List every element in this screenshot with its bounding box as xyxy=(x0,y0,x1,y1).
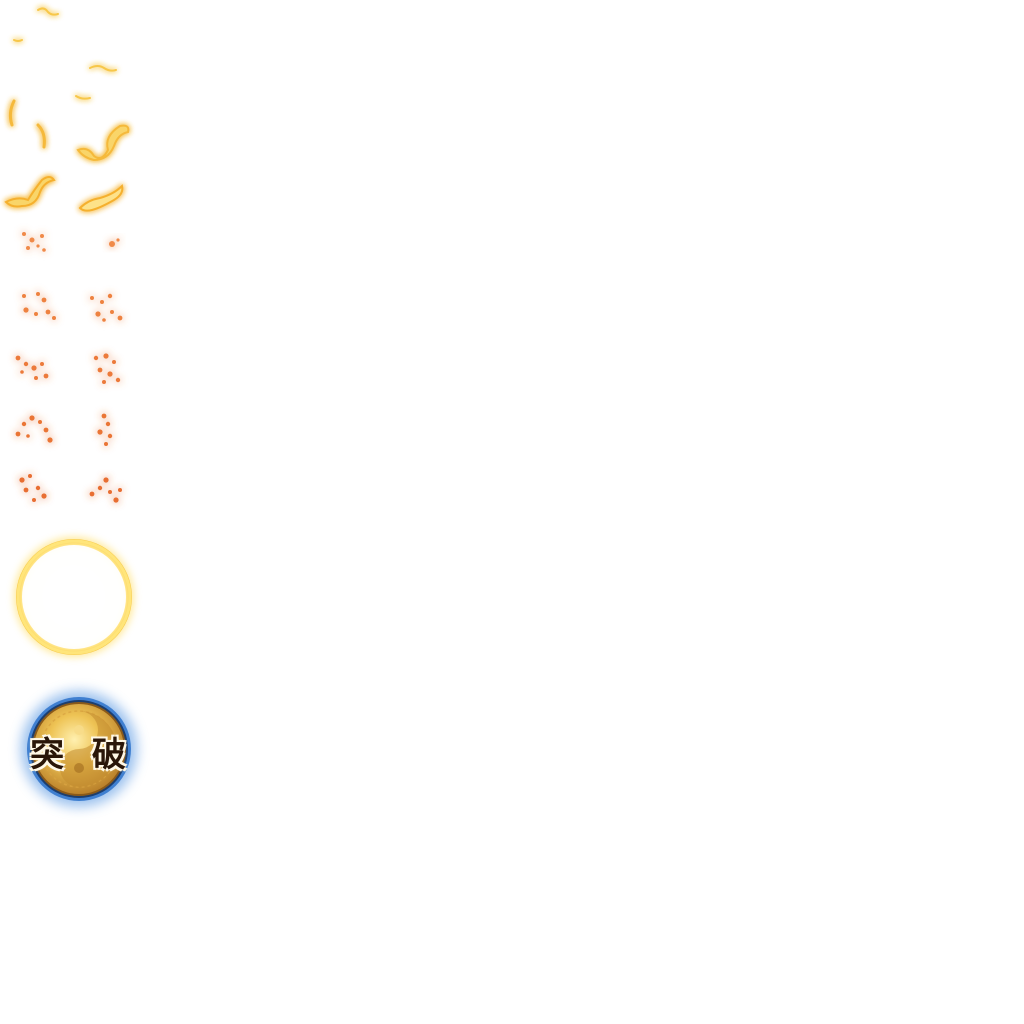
ember-frame-6 xyxy=(82,344,154,402)
flame-frame-3 xyxy=(2,95,74,153)
badge-label: 突 破 xyxy=(30,735,134,775)
ember-frame-3 xyxy=(10,284,82,342)
ember-frame-7 xyxy=(6,404,78,462)
ember-frame-5 xyxy=(6,344,78,402)
breakthrough-badge[interactable]: 突 破 xyxy=(18,688,140,810)
ember-frame-9 xyxy=(8,466,80,524)
gold-coin-icon xyxy=(21,691,137,807)
flame-frame-2 xyxy=(70,50,142,108)
flame-frame-5 xyxy=(2,168,74,226)
ember-frame-10 xyxy=(80,466,152,524)
ember-frame-2 xyxy=(90,228,162,286)
ember-frame-4 xyxy=(80,286,152,344)
flame-frame-4 xyxy=(68,110,140,168)
ember-frame-1 xyxy=(8,222,80,280)
flame-frame-6 xyxy=(76,174,148,232)
glow-ring-icon xyxy=(12,535,136,659)
ember-frame-8 xyxy=(84,404,156,462)
flame-frame-1 xyxy=(4,0,76,58)
